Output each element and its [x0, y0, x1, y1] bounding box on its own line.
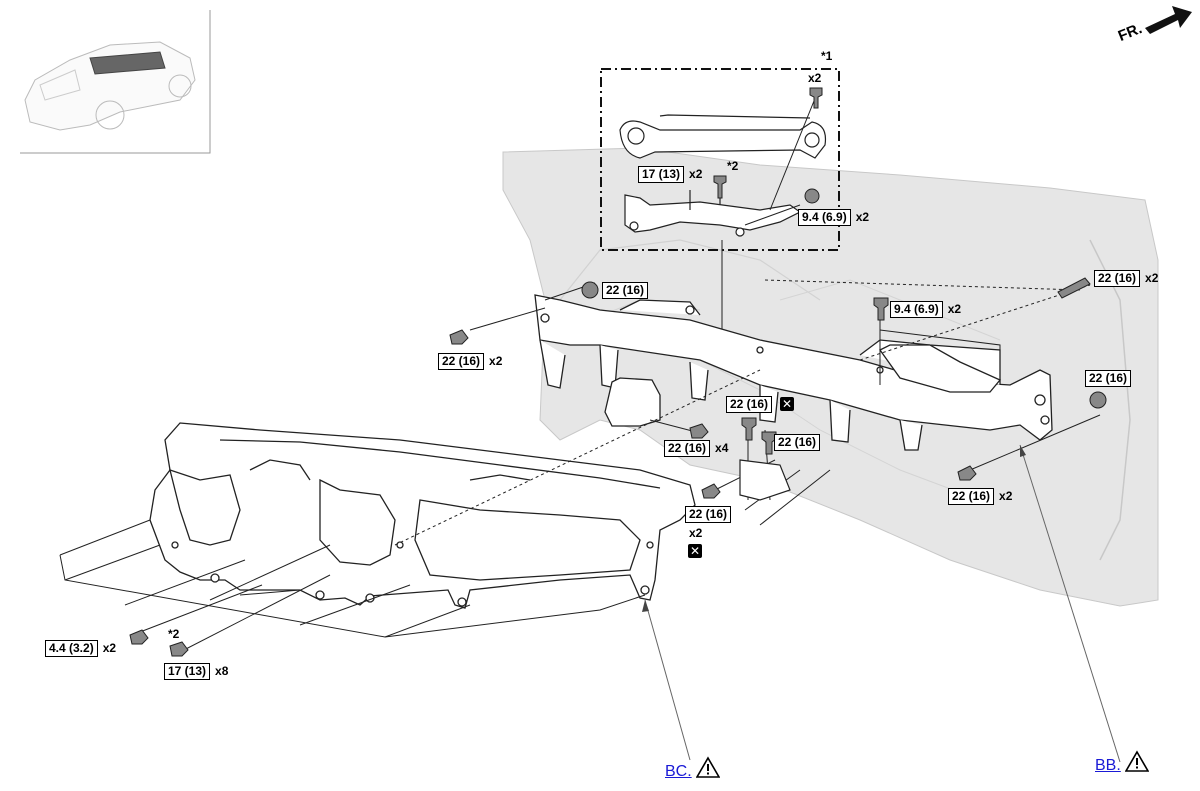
torque-qty: x2 — [1145, 271, 1159, 285]
torque-value: 22 (16) — [1094, 270, 1141, 287]
torque-value: 9.4 (6.9) — [798, 209, 851, 226]
torque-t7: 22 (16) — [1085, 370, 1132, 387]
bolts — [129, 277, 1107, 657]
torque-qty: x2 — [947, 302, 962, 316]
torque-t10: 22 (16) — [774, 434, 821, 451]
detail-box-1 — [600, 68, 840, 251]
torque-qty: x4 — [715, 441, 729, 455]
torque-value: 22 (16) — [726, 396, 773, 413]
torque-qty: x2 — [855, 210, 870, 224]
non-reusable-mark-1: ✕ — [780, 397, 794, 411]
torque-value: 22 (16) — [438, 353, 485, 370]
link-bc[interactable]: BC. — [665, 763, 692, 780]
torque-t2: 22 (16) — [602, 282, 649, 299]
warning-icon — [1125, 750, 1149, 772]
instrument-panel — [149, 422, 696, 609]
torque-value: 4.4 (3.2) — [45, 640, 98, 657]
warning-icon — [696, 756, 720, 778]
vehicle-locator-inset — [20, 10, 211, 154]
leader-arrow-bc — [642, 600, 649, 612]
torque-t4: 9.4 (6.9) x2 — [798, 209, 869, 226]
torque-t8: 22 (16) — [726, 396, 773, 413]
torque-t6: 9.4 (6.9) x2 — [890, 301, 961, 318]
torque-t11: 22 (16) x2 — [948, 488, 1012, 505]
box-qty: x2 — [808, 71, 822, 85]
torque-value: 17 (13) — [164, 663, 211, 680]
torque-t13: 4.4 (3.2) x2 — [45, 640, 116, 657]
callout-leaders — [644, 444, 1121, 763]
torque-value: 22 (16) — [1085, 370, 1132, 387]
torque-value: 22 (16) — [774, 434, 821, 451]
torque-t3: 17 (13) x2 — [638, 166, 702, 183]
torque-value: 22 (16) — [602, 282, 649, 299]
torque-qty: x2 — [689, 167, 703, 181]
link-bb[interactable]: BB. — [1095, 757, 1121, 774]
torque-t9: 22 (16) x4 — [664, 440, 728, 457]
box-bolts — [713, 87, 823, 204]
torque-value: 22 (16) — [685, 506, 732, 523]
front-direction-arrow — [1145, 6, 1192, 34]
side-bracket — [739, 459, 791, 501]
note-2-upper: *2 — [727, 159, 739, 173]
leader-arrow-bb — [1020, 445, 1026, 457]
torque-qty: x8 — [215, 664, 229, 678]
torque-qty: x2 — [489, 354, 503, 368]
torque-qty: x2 — [102, 641, 117, 655]
torque-t1: 22 (16) x2 — [438, 353, 502, 370]
bottom-qty: x2 — [689, 526, 703, 540]
non-reusable-mark-2: ✕ — [688, 544, 702, 558]
note-2-lower: *2 — [168, 627, 180, 641]
torque-value: 22 (16) — [664, 440, 711, 457]
torque-t14: 17 (13) x8 — [164, 663, 228, 680]
torque-value: 22 (16) — [948, 488, 995, 505]
torque-value: 17 (13) — [638, 166, 685, 183]
torque-qty: x2 — [999, 489, 1013, 503]
torque-value: 9.4 (6.9) — [890, 301, 943, 318]
torque-t12: 22 (16) — [685, 506, 732, 523]
torque-t5: 22 (16) x2 — [1094, 270, 1158, 287]
note-1: *1 — [821, 49, 833, 63]
dashboard-reinforcement — [534, 294, 1053, 451]
